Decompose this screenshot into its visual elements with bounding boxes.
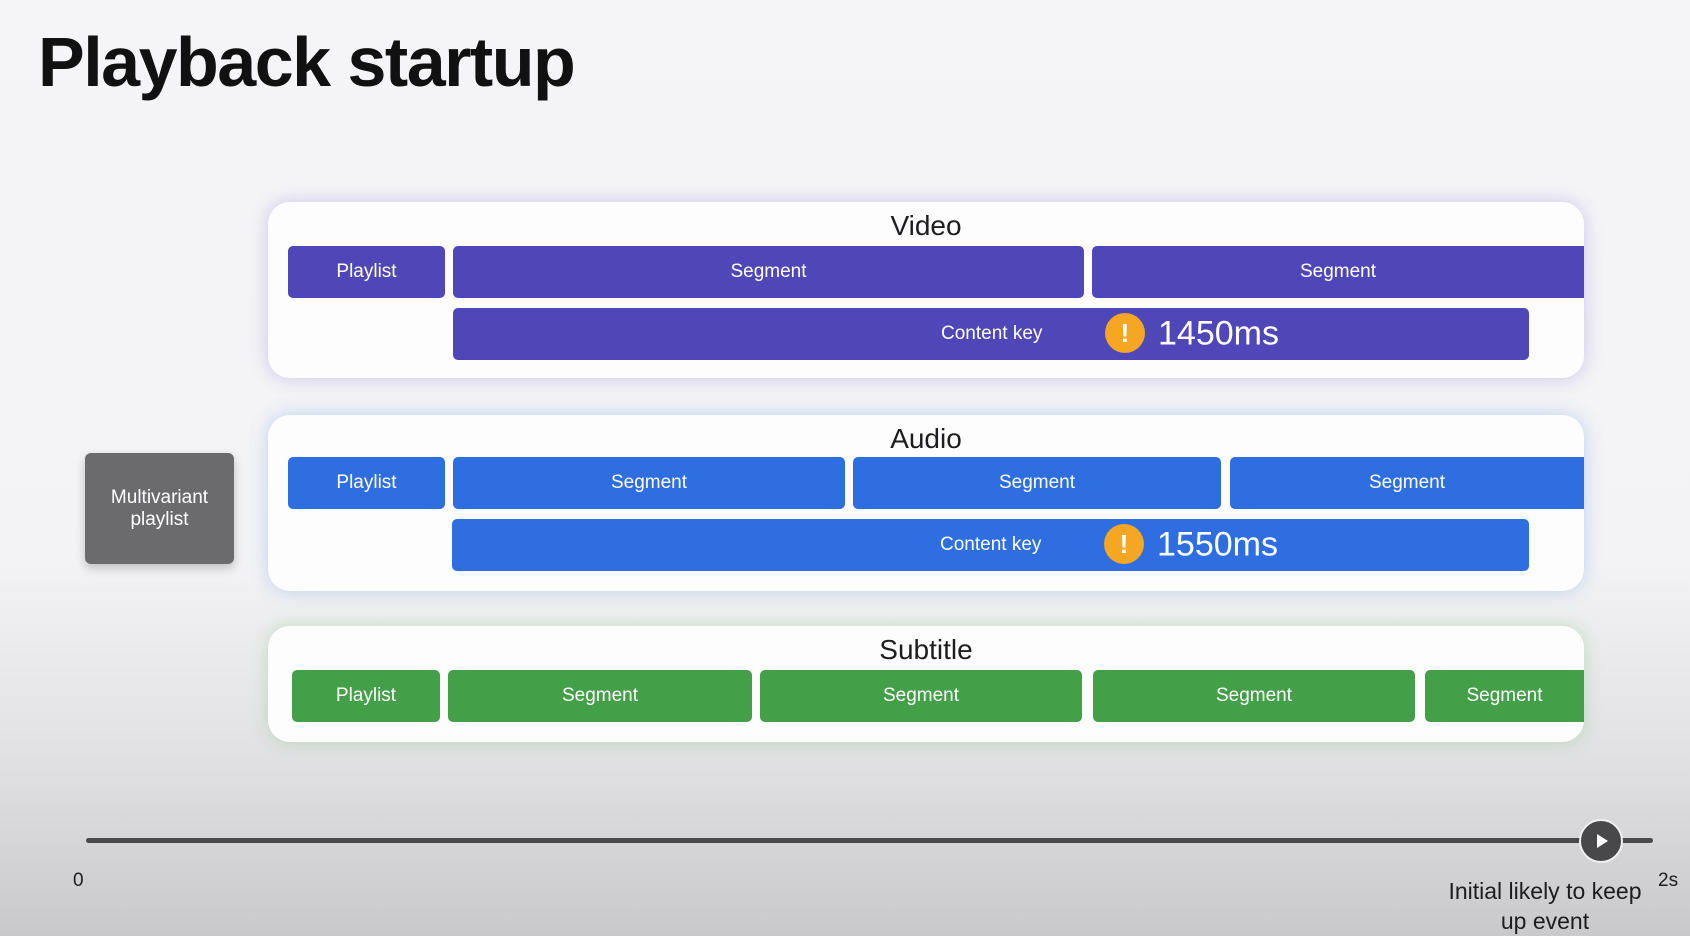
audio-segment-bar: Segment bbox=[853, 457, 1221, 509]
video-track-title: Video bbox=[890, 210, 962, 241]
audio-segment-bar: Segment bbox=[1230, 457, 1584, 509]
audio-track-panel: Audio Playlist Segment Segment Segment C… bbox=[268, 415, 1584, 591]
audio-track-title: Audio bbox=[890, 423, 962, 454]
multivariant-playlist-label: Multivariant playlist bbox=[110, 486, 209, 530]
video-playlist-bar: Playlist bbox=[288, 246, 445, 298]
timeline-end-label: 2s bbox=[1658, 870, 1679, 891]
play-icon bbox=[1579, 819, 1623, 863]
video-playlist-label: Playlist bbox=[336, 261, 397, 282]
audio-segment-bar: Segment bbox=[453, 457, 845, 509]
subtitle-segment-label: Segment bbox=[1466, 685, 1543, 706]
video-content-key-label: Content key bbox=[941, 323, 1043, 344]
timeline-start-label: 0 bbox=[73, 870, 84, 891]
audio-content-key-label: Content key bbox=[940, 534, 1042, 555]
timeline-event-label: Initial likely to keep up event bbox=[1448, 878, 1642, 934]
audio-segment-label: Segment bbox=[998, 472, 1076, 493]
subtitle-segment-label: Segment bbox=[561, 685, 639, 706]
video-track-panel: Video Playlist Segment Segment Content k… bbox=[268, 202, 1584, 378]
audio-playlist-label: Playlist bbox=[336, 472, 397, 493]
video-segment-bar: Segment bbox=[1092, 246, 1584, 298]
video-content-key-bar: Content key ! 1450ms bbox=[453, 308, 1529, 360]
audio-segment-label: Segment bbox=[1368, 472, 1446, 493]
audio-segment-label: Segment bbox=[610, 472, 688, 493]
page-title: Playback startup bbox=[38, 23, 576, 101]
subtitle-segment-label: Segment bbox=[1215, 685, 1293, 706]
subtitle-segment-label: Segment bbox=[882, 685, 960, 706]
audio-playlist-bar: Playlist bbox=[288, 457, 445, 509]
audio-content-key-duration: 1550ms bbox=[1157, 525, 1278, 564]
subtitle-track-title: Subtitle bbox=[879, 634, 973, 665]
video-segment-label: Segment bbox=[730, 261, 807, 282]
audio-content-key-bar: Content key ! 1550ms bbox=[452, 519, 1529, 571]
exclamation-circle-icon: ! bbox=[1105, 313, 1145, 353]
play-triangle bbox=[1597, 834, 1608, 848]
subtitle-segment-bar: Segment bbox=[448, 670, 752, 722]
video-segment-bar: Segment bbox=[453, 246, 1084, 298]
video-content-key-duration: 1450ms bbox=[1158, 314, 1279, 353]
timeline-axis bbox=[86, 838, 1653, 843]
subtitle-segment-bar: Segment bbox=[1093, 670, 1415, 722]
exclamation-circle-icon: ! bbox=[1104, 524, 1144, 564]
subtitle-playlist-bar: Playlist bbox=[292, 670, 440, 722]
subtitle-playlist-label: Playlist bbox=[335, 685, 397, 706]
subtitle-segment-bar: Segment bbox=[760, 670, 1082, 722]
video-segment-label: Segment bbox=[1299, 261, 1377, 282]
subtitle-track-panel: Subtitle Playlist Segment Segment Segmen… bbox=[268, 626, 1584, 742]
subtitle-segment-bar: Segment bbox=[1425, 670, 1584, 722]
multivariant-playlist-box: Multivariant playlist bbox=[85, 453, 234, 564]
